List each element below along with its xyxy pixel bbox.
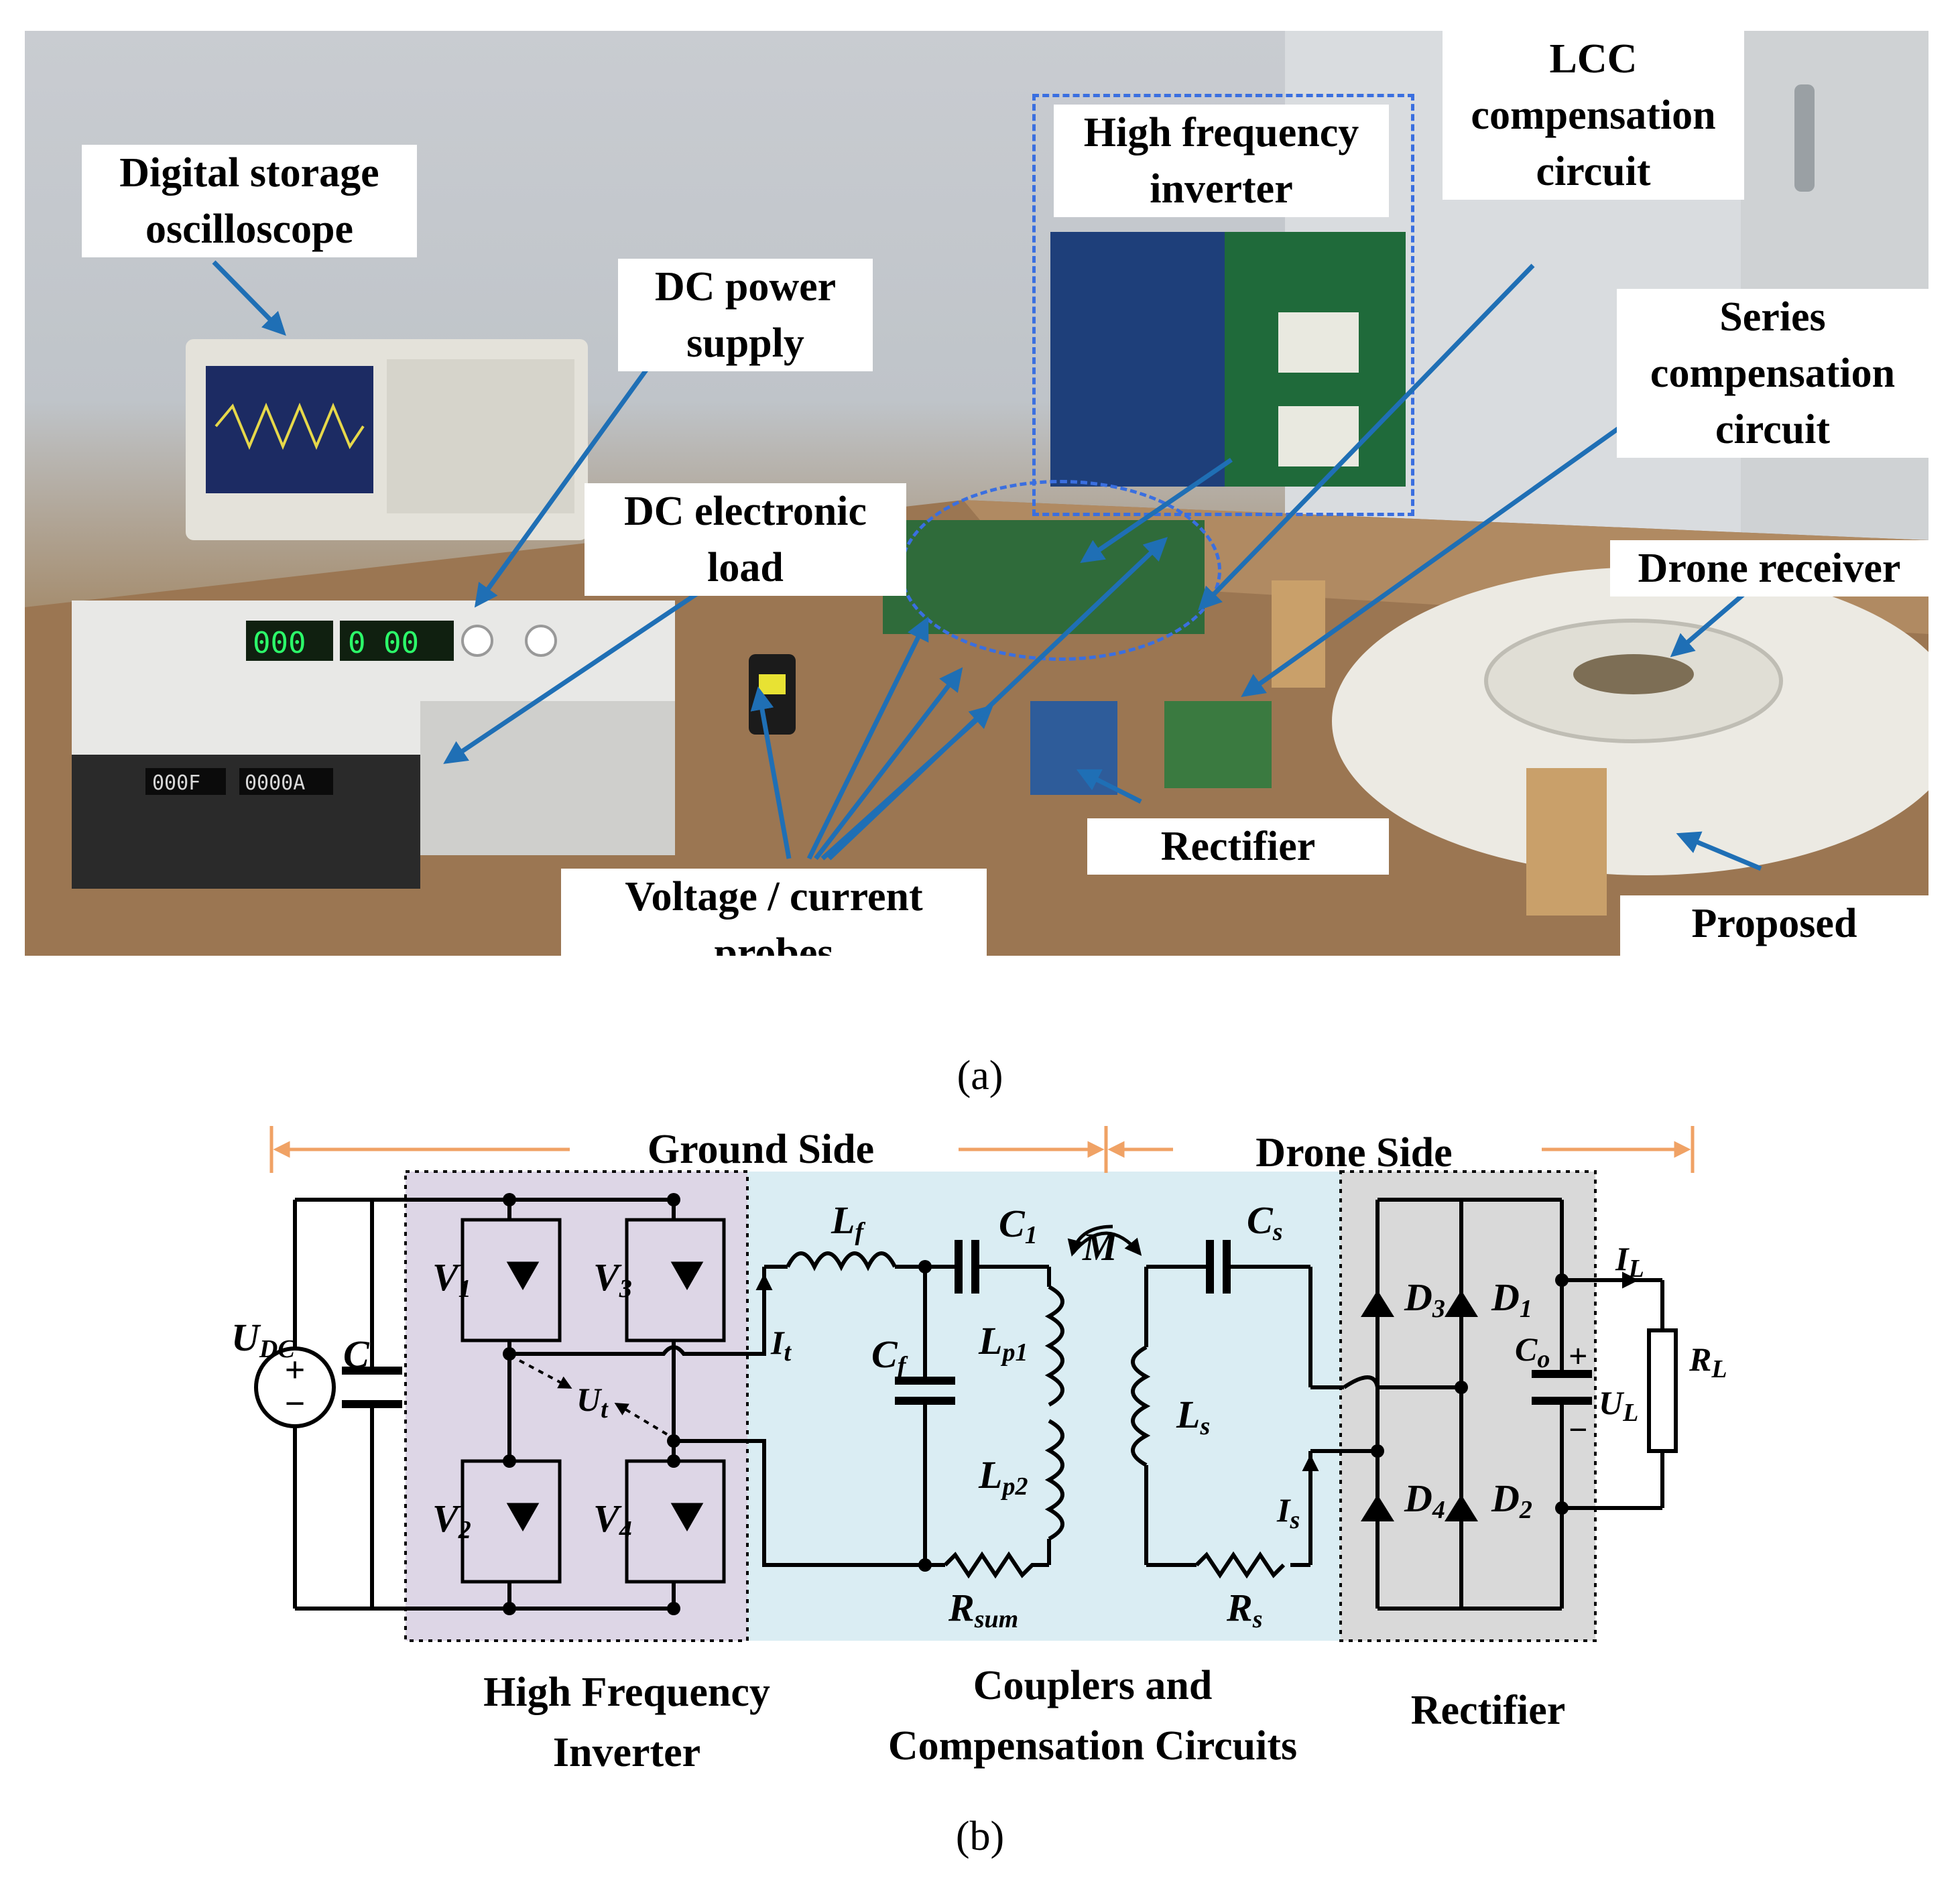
component-labels: UDC C V1 V3 V2 V4 Ut It Lf Cf C1 Lp1 Lp2… <box>231 1198 1727 1633</box>
couplers-block <box>747 1172 1341 1641</box>
arrow-series <box>1241 406 1649 698</box>
arrow-lcc <box>1198 263 1535 611</box>
svg-text:Rsum: Rsum <box>948 1586 1018 1633</box>
junctions <box>503 1193 1569 1615</box>
power-supply-display-right: 0 00 <box>348 626 419 660</box>
label-drone-receiver: Drone receiver <box>1610 540 1928 596</box>
caption-a: (a) <box>957 1053 1003 1098</box>
svg-text:D4: D4 <box>1404 1477 1445 1524</box>
label-series-compensation-circuit: Series compensation circuit <box>1617 289 1928 458</box>
label-high-frequency-inverter: High frequency inverter <box>1054 105 1389 217</box>
load-display-left: 000F <box>152 771 200 795</box>
dc-electronic-load-body: 000F 0000A <box>72 701 675 889</box>
arrow-oscilloscope <box>212 260 286 336</box>
svg-text:Is: Is <box>1276 1491 1300 1534</box>
svg-text:Lp2: Lp2 <box>978 1453 1028 1501</box>
svg-text:M: M <box>1082 1225 1119 1269</box>
label-lcc-compensation-circuit: LCC compensation circuit <box>1443 31 1744 200</box>
svg-text:−: − <box>1569 1411 1588 1448</box>
label-oscilloscope: Digital storage oscilloscope <box>82 145 417 257</box>
arrow-rectifier <box>1076 769 1142 804</box>
label-dc-power-supply: DC power supply <box>618 259 873 371</box>
svg-text:Ut: Ut <box>576 1381 609 1424</box>
ground-side-label: Ground Side <box>648 1127 874 1172</box>
label-couplers-compensation-block: Couplers and Compensation Circuits <box>887 1663 1298 1769</box>
svg-text:IL: IL <box>1615 1240 1644 1283</box>
svg-text:Cf: Cf <box>871 1332 908 1380</box>
arrow-power-supply <box>474 361 654 608</box>
svg-text:V4: V4 <box>593 1497 632 1544</box>
svg-text:+: + <box>1569 1337 1588 1375</box>
inverter-highlight-box <box>1032 94 1414 516</box>
svg-text:D1: D1 <box>1491 1275 1532 1323</box>
label-rectifier-block: Rectifier <box>1410 1688 1566 1733</box>
svg-text:Lp1: Lp1 <box>978 1319 1028 1367</box>
svg-text:UDC: UDC <box>231 1316 295 1363</box>
svg-text:−: − <box>285 1383 306 1424</box>
svg-text:Lf: Lf <box>831 1198 865 1246</box>
arrow-electronic-load <box>443 588 703 764</box>
rectifier-block <box>1341 1172 1595 1641</box>
svg-text:C: C <box>343 1332 370 1376</box>
svg-text:RL: RL <box>1689 1340 1727 1383</box>
svg-text:V3: V3 <box>593 1255 632 1303</box>
arrow-inverter <box>1080 458 1233 563</box>
svg-text:It: It <box>770 1324 792 1367</box>
oscilloscope-body <box>186 339 588 540</box>
svg-text:Co: Co <box>1515 1330 1550 1373</box>
power-supply-display-left: 000 <box>253 626 306 660</box>
ut-voltage-arrows <box>519 1359 668 1436</box>
svg-text:C1: C1 <box>999 1202 1038 1249</box>
drone-side-label: Drone Side <box>1255 1130 1452 1176</box>
rectifier-diodes <box>1361 1290 1478 1521</box>
arrows-probes <box>750 537 1168 861</box>
side-span-arrows <box>269 1126 1695 1173</box>
dc-source: + − <box>254 1346 336 1428</box>
photo-scene: 000 0 00 000F 0000A <box>25 31 1928 956</box>
label-proposed-transmitter: Proposed transmitter <box>1620 895 1928 956</box>
label-dc-electronic-load: DC electronic load <box>585 483 906 596</box>
svg-text:V2: V2 <box>432 1497 471 1544</box>
label-rectifier: Rectifier <box>1087 818 1389 875</box>
circuit-schematic: Ground Side Drone Side <box>231 1126 1727 1642</box>
svg-text:Rs: Rs <box>1226 1586 1262 1633</box>
svg-text:UL: UL <box>1599 1384 1638 1427</box>
svg-text:D2: D2 <box>1491 1477 1532 1524</box>
wires <box>293 1198 1664 1611</box>
callout-arrows <box>212 260 1762 871</box>
load-display-right: 0000A <box>245 771 305 795</box>
label-probes: Voltage / current probes <box>561 869 987 956</box>
testbed-photo: 000 0 00 000F 0000A <box>25 31 1928 956</box>
svg-text:V1: V1 <box>432 1255 471 1303</box>
label-high-frequency-inverter-block: High Frequency Inverter <box>483 1670 770 1775</box>
svg-text:Cs: Cs <box>1247 1198 1282 1246</box>
svg-text:+: + <box>285 1350 306 1390</box>
arrow-transmitter <box>1676 831 1762 871</box>
svg-text:Ls: Ls <box>1176 1393 1210 1440</box>
arrow-drone-receiver <box>1670 592 1746 657</box>
caption-b: (b) <box>955 1814 1005 1859</box>
load-resistor <box>1647 1328 1678 1453</box>
svg-text:D3: D3 <box>1404 1275 1445 1323</box>
current-arrows <box>755 1271 1639 1521</box>
mosfet-switches <box>461 1218 726 1584</box>
